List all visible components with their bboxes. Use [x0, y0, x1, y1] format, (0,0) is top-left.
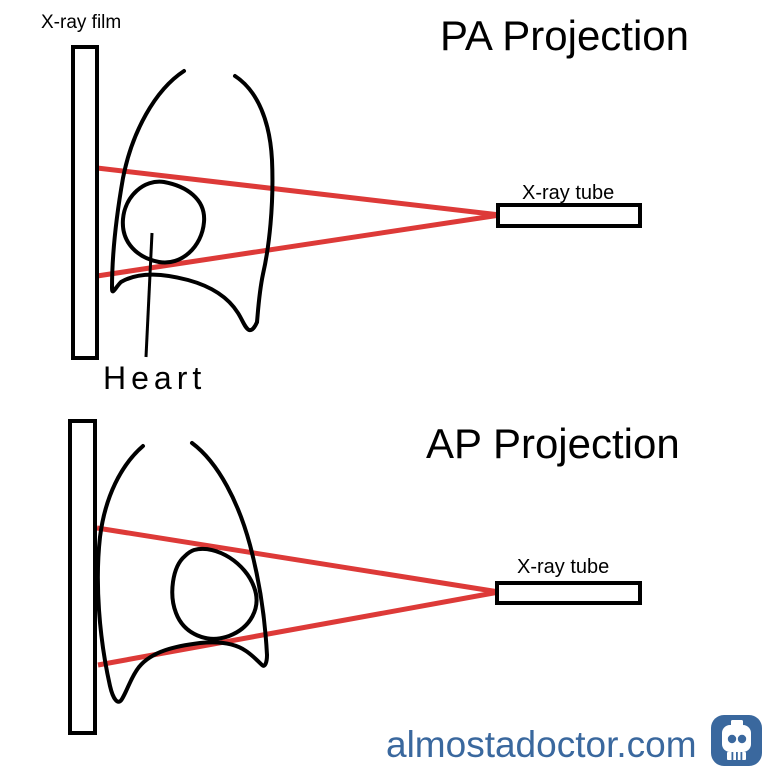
- almostadoctor-logo: [711, 715, 762, 766]
- skull-icon: [722, 720, 751, 760]
- pa-beam-lower: [96, 212, 501, 279]
- xray-film-label: X-ray film: [41, 12, 122, 33]
- site-watermark: almostadoctor.com: [386, 724, 697, 765]
- ap-beam-upper: [96, 525, 500, 595]
- ap-chest-outline-right: [190, 441, 269, 657]
- pa-title: PA Projection: [440, 12, 690, 59]
- ap-xray-tube-label: X-ray tube: [517, 556, 610, 578]
- heart-label: Heart: [103, 360, 207, 396]
- ap-xray-tube: [495, 581, 642, 605]
- pa-xray-tube-label: X-ray tube: [522, 182, 615, 204]
- heart-pointer-line: [144, 232, 154, 358]
- ap-panel: [68, 419, 642, 735]
- pa-xray-tube: [496, 203, 642, 228]
- pa-chest-outline-left: [109, 69, 259, 333]
- pa-panel: [71, 45, 642, 360]
- pa-xray-film: [71, 45, 99, 360]
- ap-chest-outline-left: [95, 444, 269, 704]
- ap-xray-film: [68, 419, 97, 735]
- pa-beam-upper: [96, 165, 501, 218]
- ap-title: AP Projection: [426, 420, 680, 467]
- pa-heart-outline: [120, 179, 207, 265]
- ap-beam-lower: [97, 589, 500, 668]
- ap-heart-outline: [170, 546, 259, 641]
- pa-chest-outline-right: [233, 74, 275, 324]
